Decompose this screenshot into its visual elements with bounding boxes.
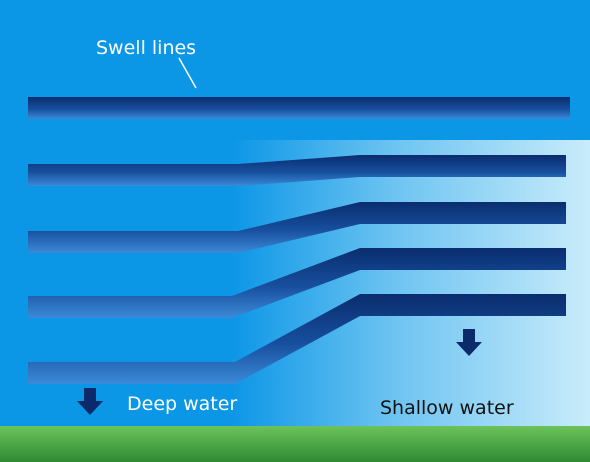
deep-water-arrow: [77, 388, 103, 415]
deep-water-label: Deep water: [127, 393, 237, 415]
swell-line: [28, 294, 566, 384]
swell-line: [28, 97, 570, 119]
shore-ground: [0, 426, 590, 462]
swell-lines-group: [28, 97, 570, 384]
shallow-water-label: Shallow water: [380, 397, 514, 419]
swell-line: [28, 155, 566, 186]
shallow-water-arrow: [456, 329, 482, 356]
swell-line: [28, 248, 566, 318]
swell-lines-pointer: [178, 57, 197, 89]
swell-line: [28, 202, 566, 253]
swell-lines-label: Swell lines: [96, 37, 196, 59]
